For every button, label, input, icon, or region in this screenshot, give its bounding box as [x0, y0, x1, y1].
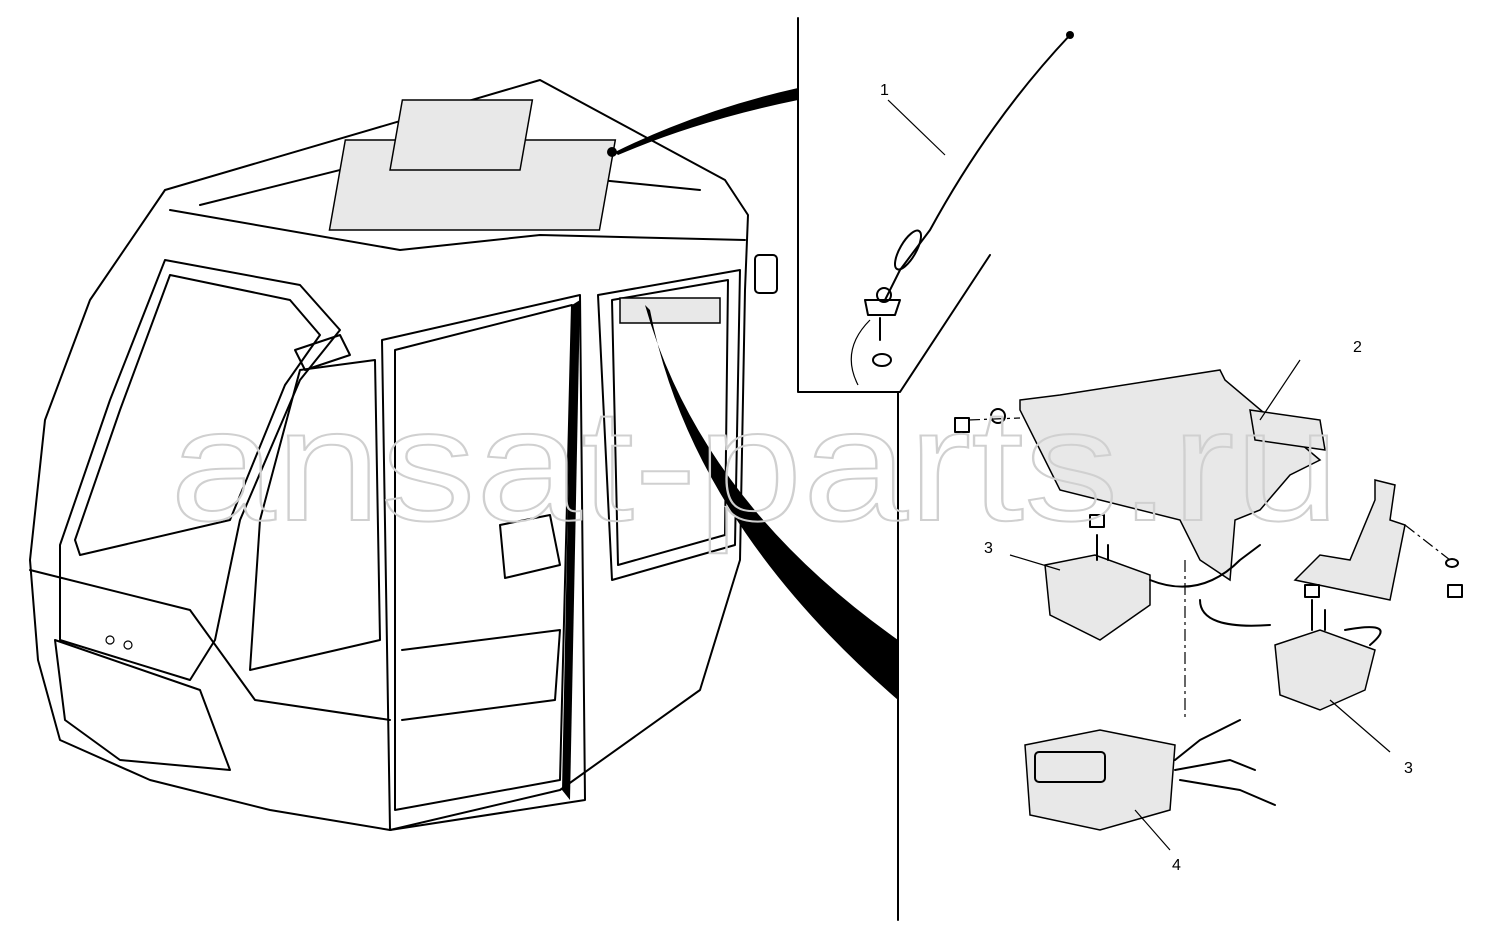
- callout-3a: 3: [984, 540, 993, 557]
- part-4-switch: [1024, 719, 1276, 851]
- connector-wedge-window: [645, 305, 898, 700]
- cab-drawing: [29, 79, 778, 831]
- part-3-lamps: [1009, 514, 1391, 753]
- connector-wedge-top: [615, 88, 798, 155]
- part-1-antenna: [850, 31, 1074, 386]
- callout-2: 2: [1353, 339, 1362, 356]
- part-2-bracket: [954, 359, 1463, 601]
- inset-frame: [797, 17, 991, 393]
- callout-3b: 3: [1404, 760, 1413, 777]
- watermark: ansat-parts.ru: [170, 375, 1340, 554]
- callout-1: 1: [880, 82, 889, 99]
- callout-4: 4: [1172, 857, 1181, 874]
